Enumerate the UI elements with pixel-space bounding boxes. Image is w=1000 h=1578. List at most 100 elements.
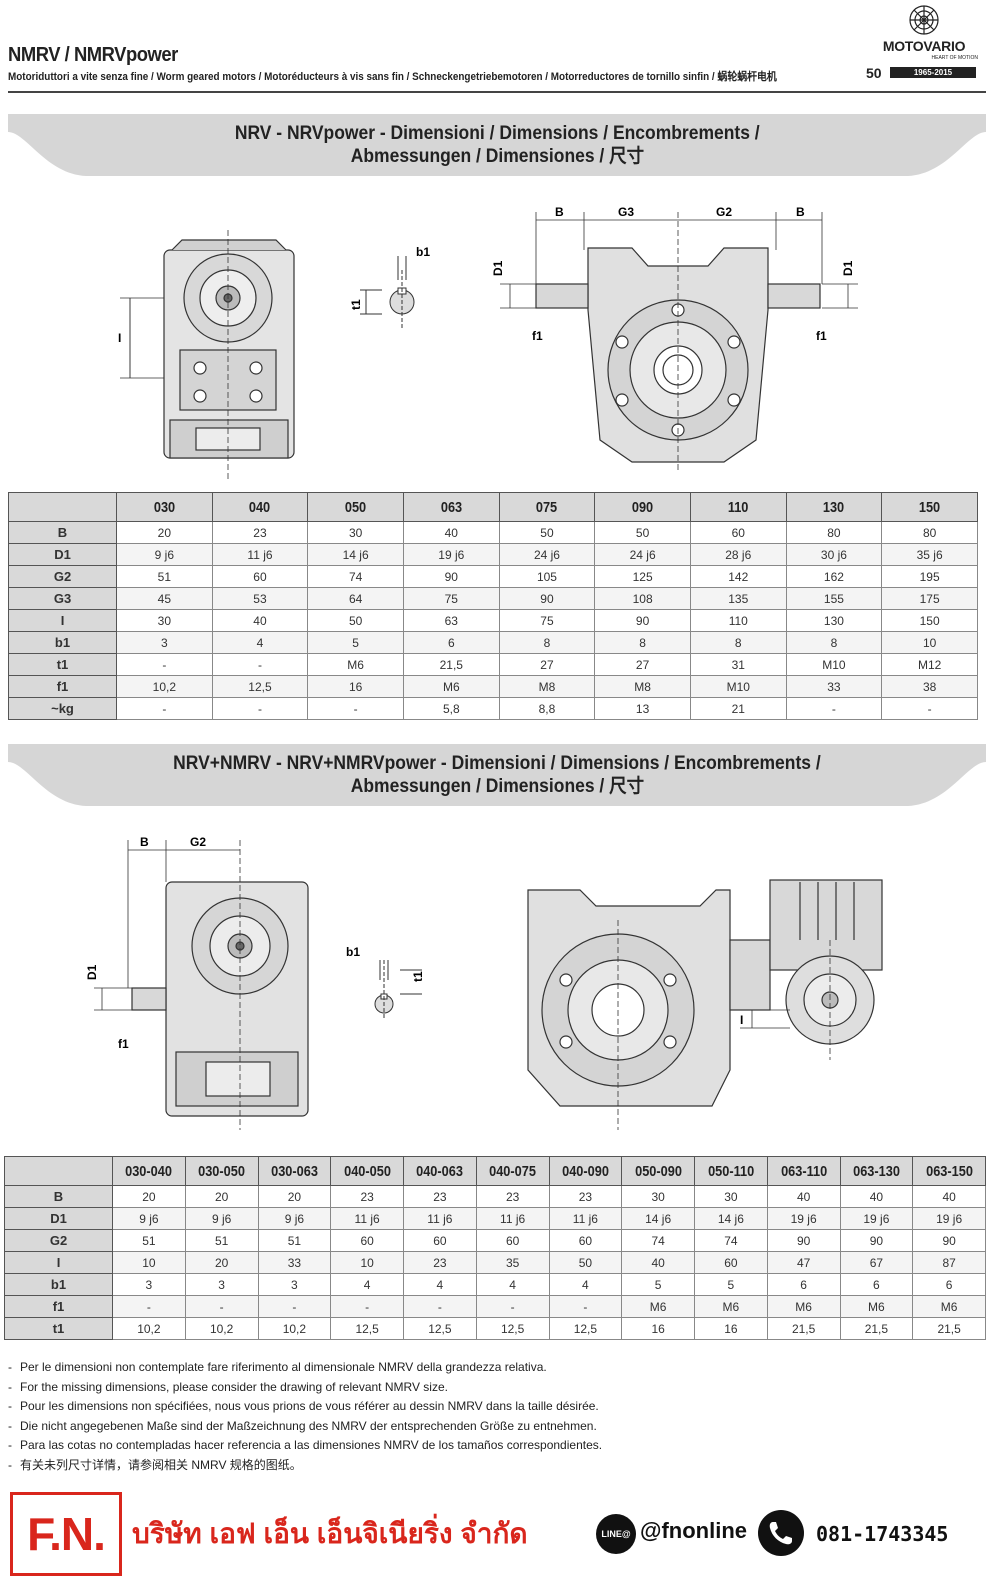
label-G2: G2 — [716, 205, 732, 219]
table2-row-label: I — [4, 1251, 113, 1274]
table1-cell: 21 — [689, 697, 787, 720]
section2-title-line2: Abmessungen / Dimensiones / 尺寸 — [350, 776, 644, 797]
table2-cell: 9 j6 — [257, 1207, 332, 1230]
table1-cell: 90 — [594, 609, 691, 632]
table1-cell: M6 — [402, 675, 500, 698]
brand-tagline: HEART OF MOTION — [931, 55, 978, 61]
table2-cell: 90 — [839, 1229, 914, 1252]
table1-col-header: 050 — [307, 492, 404, 522]
table1-cell: 6 — [402, 631, 500, 654]
label-B-right: B — [796, 205, 805, 219]
header-divider — [8, 91, 986, 93]
table1-cell: 50 — [307, 609, 404, 632]
table2-cell: 14 j6 — [621, 1207, 695, 1230]
page-subtitle: Motoriduttori a vite senza fine / Worm g… — [8, 71, 777, 83]
table2-cell: - — [330, 1295, 404, 1318]
table1-cell: 10 — [881, 631, 978, 654]
table2-cell: - — [475, 1295, 550, 1318]
line-id[interactable]: @fnonline — [640, 1518, 747, 1543]
table1-cell: 135 — [689, 587, 787, 610]
note-item: -Para las cotas no contempladas hacer re… — [8, 1436, 988, 1456]
table2-cell: 12,5 — [403, 1317, 477, 1340]
table1-cell: M10 — [689, 675, 787, 698]
table1-cell: 30 — [116, 609, 213, 632]
table2-cell: 6 — [912, 1273, 986, 1296]
table2-cell: M6 — [621, 1295, 695, 1318]
table1-col-header: 075 — [498, 492, 596, 522]
table2-cell: 30 — [694, 1185, 768, 1208]
table1-row-label: t1 — [8, 653, 117, 676]
table1-cell: 20 — [116, 521, 213, 544]
table2-cell: 3 — [112, 1273, 186, 1296]
table2-cell: 10 — [330, 1251, 404, 1274]
table2-cell: 23 — [403, 1251, 477, 1274]
table2-row-label: B — [4, 1185, 113, 1208]
table1-col-label: 150 — [918, 498, 941, 516]
table1-col-label: 110 — [727, 498, 749, 516]
line-app-icon: LINE@ — [596, 1514, 636, 1554]
table1-cell: M10 — [785, 653, 883, 676]
table1-col-header: 063 — [402, 492, 500, 522]
table1-row-label: D1 — [8, 543, 117, 566]
table2-cell: - — [257, 1295, 332, 1318]
table2-cell: 11 j6 — [330, 1207, 404, 1230]
table1-row-label: G3 — [8, 587, 117, 610]
brand-name: MOTOVARIO — [882, 38, 966, 54]
table2-col-header: 030-040 — [112, 1156, 186, 1186]
table1-cell: - — [881, 697, 978, 720]
table1-cell: 24 j6 — [498, 543, 596, 566]
table2-cell: 10,2 — [112, 1317, 186, 1340]
table2-col-label: 050-110 — [707, 1162, 754, 1180]
table2-cell: 20 — [184, 1185, 259, 1208]
table1-cell: 105 — [498, 565, 596, 588]
table2-cell: 19 j6 — [839, 1207, 914, 1230]
table2-col-header: 050-090 — [621, 1156, 695, 1186]
table2-cell: 60 — [475, 1229, 550, 1252]
section1-drawings: I b1 t1 — [0, 190, 1000, 490]
banner-shape-2 — [8, 744, 986, 806]
table2-col-header: 063-130 — [839, 1156, 914, 1186]
note-bullet: - — [8, 1438, 12, 1452]
table2-cell: 16 — [694, 1317, 768, 1340]
table2-cell: - — [548, 1295, 623, 1318]
note-bullet: - — [8, 1457, 12, 1472]
table1-col-label: 130 — [823, 498, 845, 516]
table2-cell: 35 — [475, 1251, 550, 1274]
table1-cell: 35 j6 — [881, 543, 978, 566]
table1-cell: 51 — [116, 565, 213, 588]
table2-cell: 19 j6 — [766, 1207, 841, 1230]
table2-col-label: 050-090 — [634, 1162, 682, 1180]
dimension-lines-front — [500, 212, 858, 470]
table1-cell: 23 — [211, 521, 309, 544]
anniversary-fifty: 50 — [866, 65, 882, 81]
table2-cell: 23 — [330, 1185, 404, 1208]
table2-cell: - — [184, 1295, 259, 1318]
table2-cell: 30 — [621, 1185, 695, 1208]
table2-cell: 20 — [257, 1185, 332, 1208]
table2-cell: 51 — [184, 1229, 259, 1252]
table2-cell: 9 j6 — [184, 1207, 259, 1230]
table1-col-header: 130 — [785, 492, 883, 522]
phone-number[interactable]: 081-1743345 — [816, 1522, 949, 1546]
label-D1-right: D1 — [841, 260, 855, 276]
table2-col-label: 040-063 — [416, 1162, 464, 1180]
phone-icon — [758, 1510, 804, 1556]
table2-cell: M6 — [912, 1295, 986, 1318]
table2-cell: 40 — [912, 1185, 986, 1208]
table1-cell: 150 — [881, 609, 978, 632]
table2-cell: 14 j6 — [694, 1207, 768, 1230]
table2-col-label: 063-110 — [780, 1162, 827, 1180]
table1-row-label: I — [8, 609, 117, 632]
note-bullet: - — [8, 1360, 12, 1374]
table1-cell: 64 — [307, 587, 404, 610]
label-B-2: B — [140, 835, 149, 849]
banner-shape — [8, 114, 986, 176]
dimension-lines-left — [120, 230, 229, 480]
section1-banner: NRV - NRVpower - Dimensioni / Dimensions… — [8, 114, 986, 176]
label-b1-2: b1 — [346, 945, 360, 959]
